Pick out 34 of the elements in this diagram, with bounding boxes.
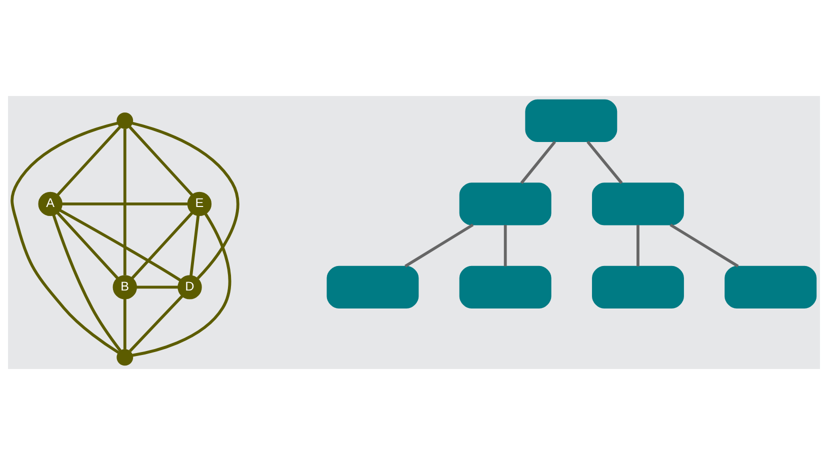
connector — [404, 224, 474, 268]
connector — [56, 212, 119, 280]
node-circle: E — [187, 192, 212, 216]
node-circle — [116, 112, 134, 129]
connector — [123, 298, 126, 350]
connector — [62, 202, 188, 206]
node-circle: A — [38, 192, 62, 216]
node-circle: B — [112, 275, 137, 300]
connector — [136, 286, 178, 289]
connector — [586, 140, 623, 184]
connector — [52, 214, 122, 352]
connector — [56, 126, 122, 196]
node-box — [326, 266, 419, 308]
connector — [190, 215, 200, 276]
node-box — [592, 266, 684, 308]
connector — [504, 225, 507, 266]
node-box — [525, 99, 618, 142]
connector — [670, 224, 739, 268]
node-box — [459, 266, 552, 308]
node-box — [724, 266, 817, 308]
connector — [128, 295, 184, 352]
connector — [59, 209, 182, 282]
connector — [123, 128, 126, 276]
node-circle — [116, 349, 134, 366]
connector — [132, 213, 232, 357]
connector — [128, 126, 194, 196]
connector — [131, 212, 194, 280]
connector — [10, 122, 120, 354]
node-box — [592, 182, 684, 226]
connector — [636, 225, 640, 266]
node-box — [459, 182, 552, 226]
node-circle: D — [178, 275, 202, 300]
connector — [132, 122, 240, 280]
connector — [520, 140, 556, 184]
